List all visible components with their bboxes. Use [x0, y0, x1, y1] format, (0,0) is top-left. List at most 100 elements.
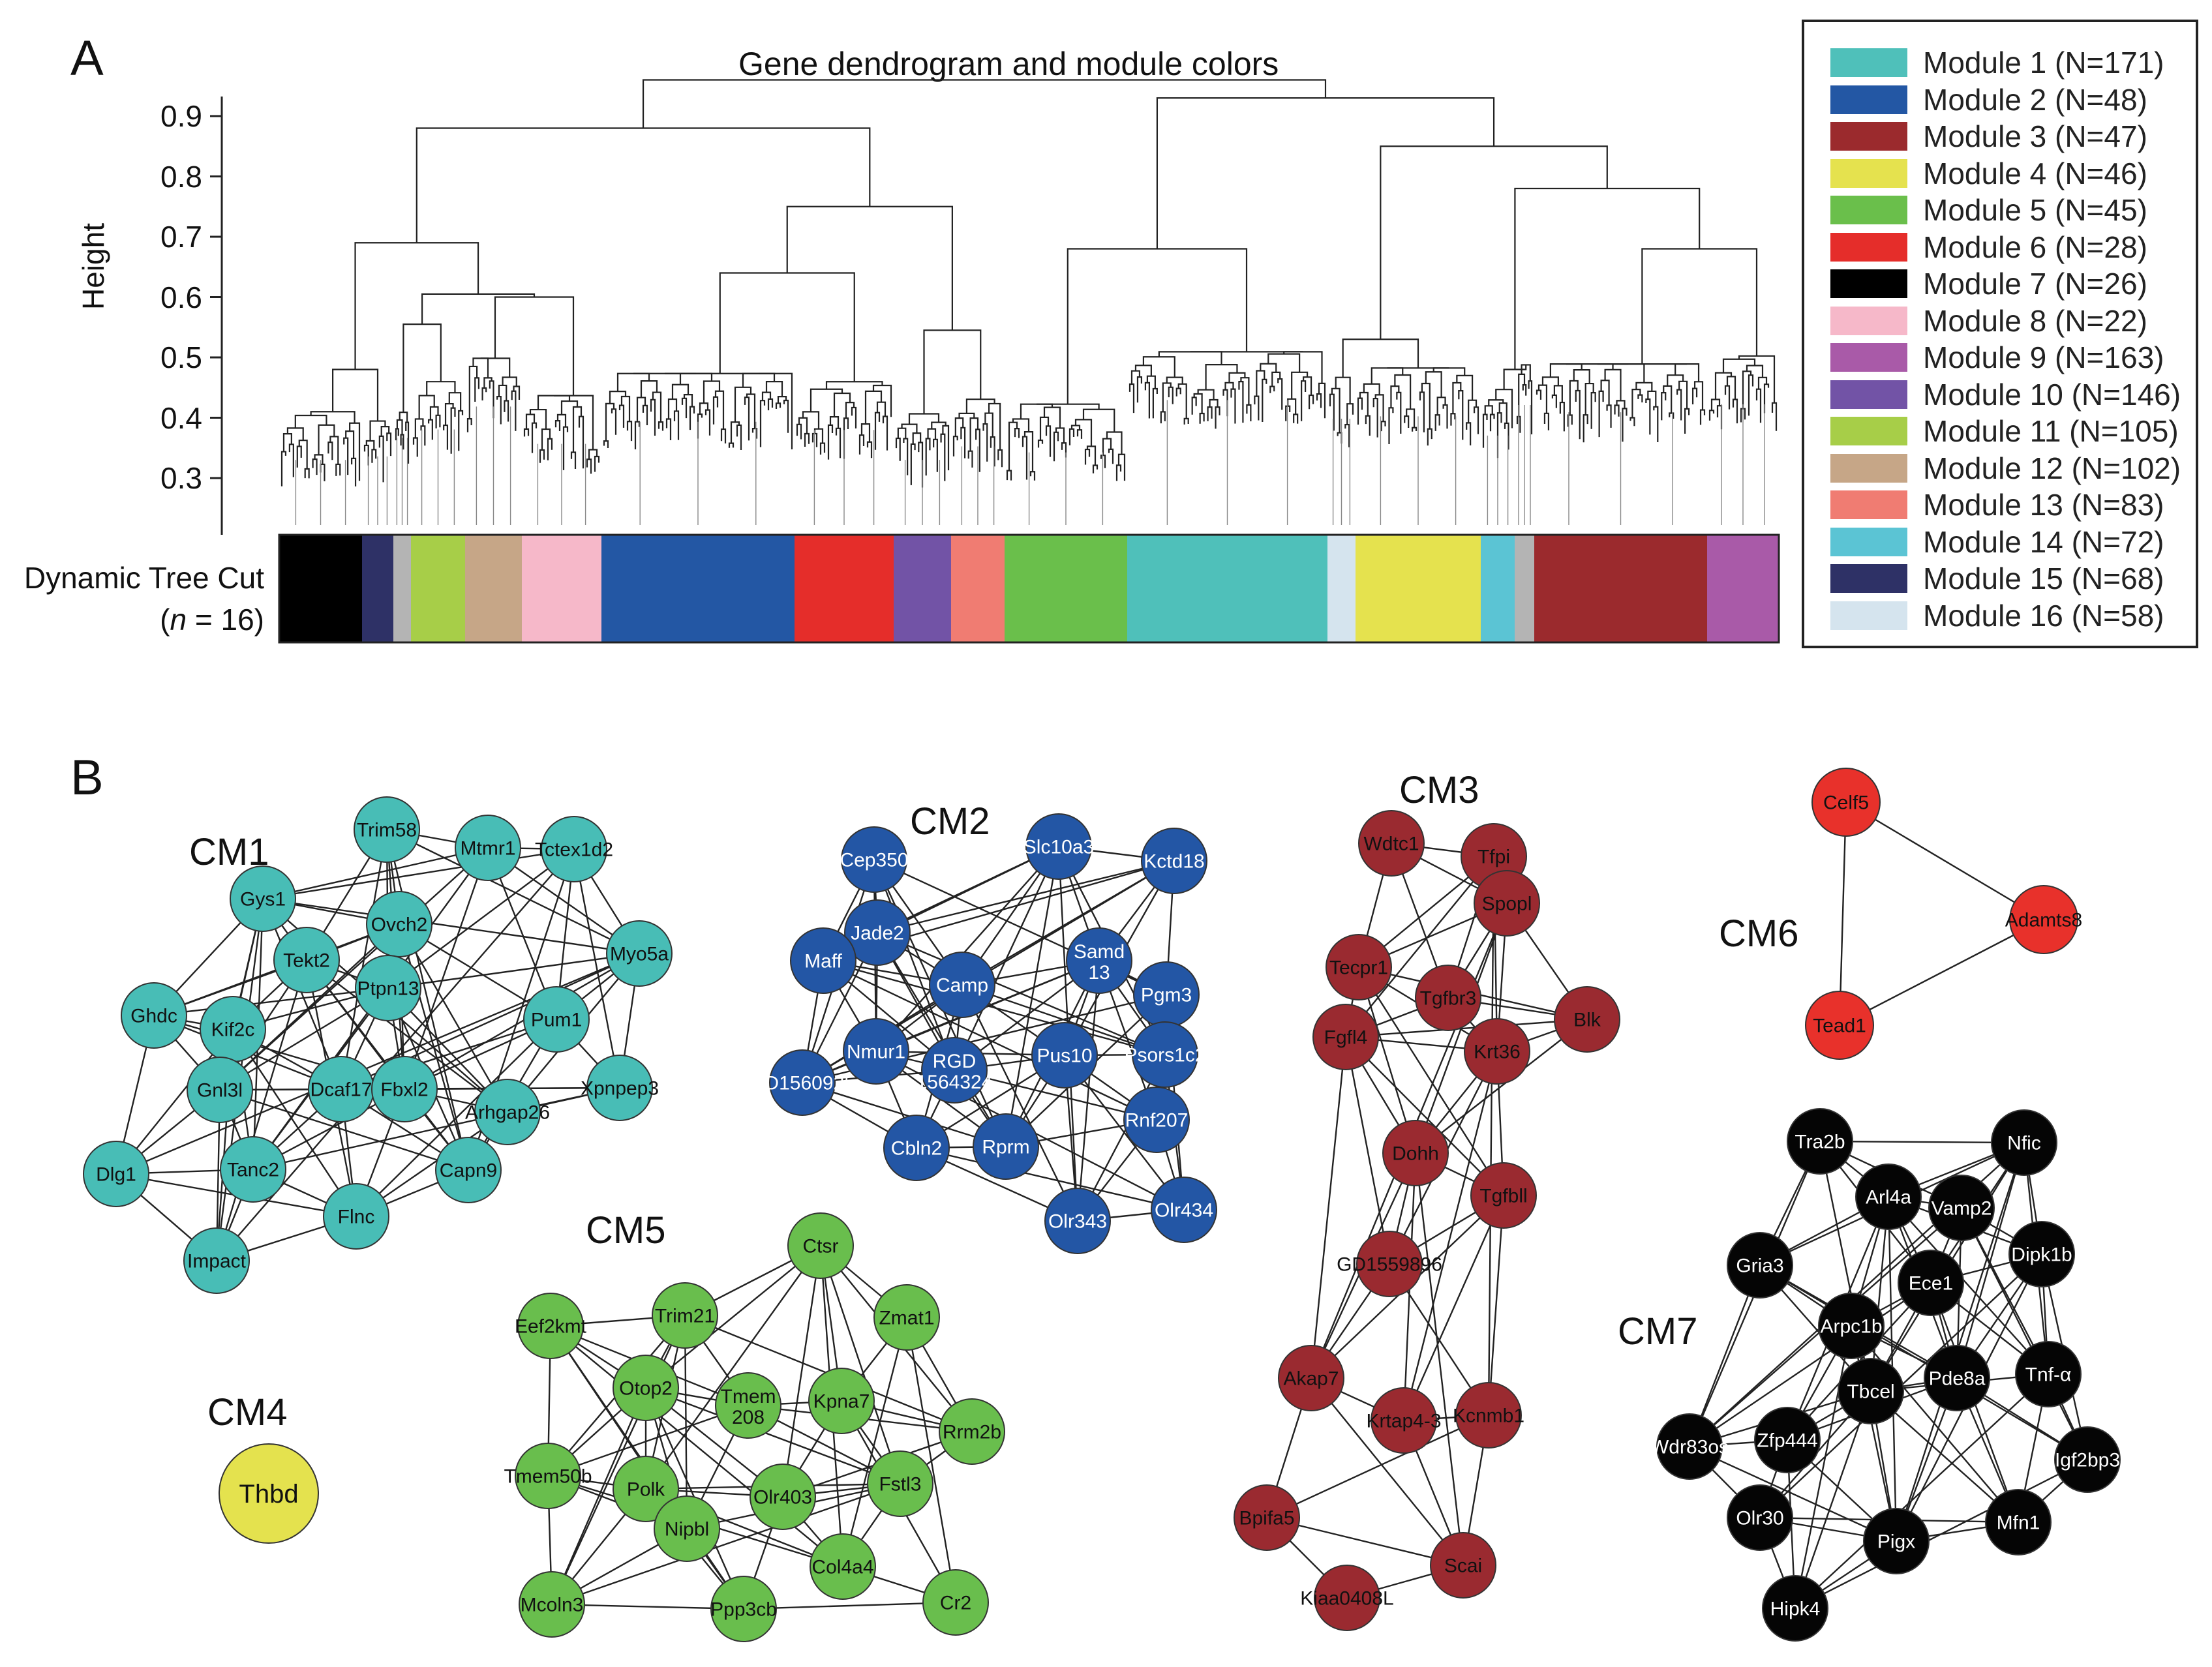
node-label: Tbcel [1847, 1381, 1894, 1403]
network-node: Arpc1b [1818, 1293, 1885, 1359]
legend-swatch [1830, 158, 1907, 188]
network-node: Cbln2 [883, 1115, 950, 1181]
network-node: Hipk4 [1762, 1575, 1828, 1642]
node-circle [808, 1368, 875, 1434]
node-circle [1278, 1345, 1344, 1411]
legend-item: Module 5 (N=45) [1830, 192, 2196, 228]
strip-segment [1127, 535, 1327, 642]
node-circle [1470, 1162, 1537, 1229]
legend-label: Module 12 (N=102) [1923, 451, 2181, 485]
strip-segment [1005, 535, 1127, 642]
node-label: Flnc [338, 1207, 375, 1228]
node-circle [230, 865, 296, 932]
network-node: Kif2c [200, 996, 266, 1062]
network-node: Dohh [1382, 1120, 1449, 1186]
network-node: Tgfbll [1470, 1162, 1537, 1229]
network-edge [306, 959, 508, 1113]
node-circle [1805, 991, 1874, 1060]
node-label: Camp [936, 975, 988, 997]
node-label: GD1559896 [1337, 1254, 1442, 1276]
node-label: Fbxl2 [380, 1079, 428, 1101]
node-circle [1031, 1022, 1098, 1089]
strip-segment [1327, 535, 1356, 642]
node-circle [843, 1018, 909, 1085]
network-node: Otop2 [613, 1355, 679, 1421]
legend-label: Module 15 (N=68) [1923, 562, 2164, 595]
node-label: Tctex1d2 [535, 839, 613, 861]
legend-swatch [1830, 269, 1907, 298]
node-circle [921, 1037, 988, 1104]
network-edge [841, 1317, 908, 1567]
node-label: Arhgap26 [465, 1102, 550, 1124]
network-edge [1076, 960, 1100, 1222]
node-label: Mcoln3 [521, 1595, 584, 1616]
network-edge [1487, 856, 1495, 1416]
network-edge [1310, 1036, 1347, 1379]
legend-label: Module 2 (N=48) [1923, 82, 2147, 117]
network-edge [232, 1029, 357, 1217]
network-node: Ece1 [1898, 1250, 1964, 1316]
panel-b-letter: B [70, 750, 104, 805]
node-label: Psors1c2 [1124, 1045, 1205, 1066]
node-circle [1754, 1407, 1821, 1473]
node-label: Adamts8 [2005, 910, 2082, 931]
network-node: Myo5a [606, 920, 673, 987]
legend-swatch [1830, 564, 1907, 593]
node-circle [710, 1576, 777, 1642]
node-label: Kif2c [211, 1019, 255, 1041]
node-label: Dohh [1392, 1143, 1439, 1165]
node-label: Bpifa5 [1239, 1508, 1294, 1529]
network-node: Zfp444 [1754, 1407, 1821, 1473]
network-edge [1266, 1516, 1464, 1567]
network-edge [1402, 1195, 1505, 1421]
node-label: Tekt2 [283, 950, 330, 972]
node-circle [1464, 1018, 1530, 1085]
network-edge [219, 924, 400, 1090]
node-circle [523, 986, 590, 1053]
node-circle [83, 1141, 149, 1207]
legend-item: Module 6 (N=28) [1830, 229, 2196, 265]
legend-label: Module 13 (N=83) [1923, 488, 2164, 522]
network-node: Impact [183, 1227, 250, 1294]
network-node: Dipk1b [2008, 1221, 2075, 1287]
network-node: Adamts8 [2005, 885, 2082, 954]
node-circle [219, 1443, 319, 1544]
node-circle [1863, 1508, 1930, 1574]
node-label: Kpna7 [813, 1391, 870, 1413]
legend-swatch [1830, 48, 1907, 77]
network-node: Krt36 [1464, 1018, 1530, 1085]
node-label: GD1560925 [750, 1073, 855, 1094]
node-circle [1787, 1108, 1853, 1175]
node-circle [613, 1355, 679, 1421]
strip-segment [1534, 535, 1707, 642]
network-node: Tgfbr3 [1415, 965, 1481, 1031]
network-edges [1265, 842, 1588, 1599]
network-node: Olr343 [1044, 1188, 1111, 1254]
node-circle [769, 1049, 836, 1116]
strip-segment [894, 535, 951, 642]
network-node: Gys1 [230, 865, 296, 932]
network-edge [262, 898, 342, 1090]
node-label: Celf5 [1823, 792, 1869, 814]
node-circle [652, 1282, 718, 1349]
network-edge [961, 984, 1079, 1222]
strip-segment [795, 535, 894, 642]
node-label: Arpc1b [1820, 1316, 1882, 1338]
network-edge [1795, 1374, 2049, 1609]
network-edge [877, 860, 1175, 934]
network-edge [551, 1482, 901, 1606]
node-label: Xpnpep3 [581, 1078, 659, 1100]
node-label: Fstl3 [879, 1474, 921, 1495]
strip-segment [279, 535, 362, 642]
network-node: Kpna7 [808, 1368, 875, 1434]
network-label: CM1 [189, 831, 269, 873]
network-edge [403, 847, 489, 1090]
node-circle [1044, 1188, 1111, 1254]
node-label: Krt36 [1474, 1042, 1521, 1063]
node-circle [435, 1137, 502, 1203]
network-node: Tead1 [1805, 991, 1874, 1060]
network-node: Polk [613, 1456, 679, 1522]
network-edge [1794, 1325, 1853, 1609]
network-node: Slc10a3 [1023, 813, 1094, 880]
